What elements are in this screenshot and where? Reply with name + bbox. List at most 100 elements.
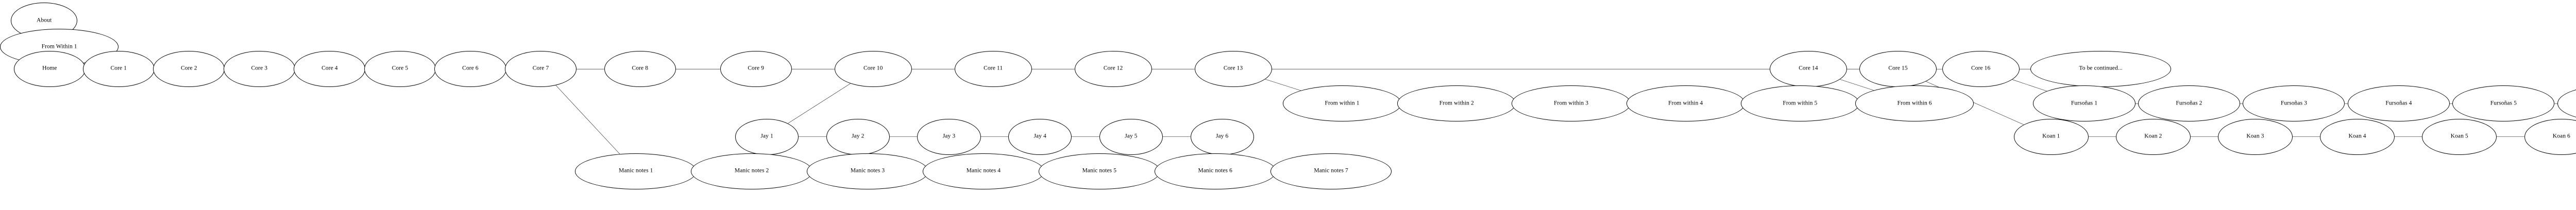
graph-node-label: Koan 2 <box>2144 133 2162 139</box>
graph-node-mn6[interactable]: Manic notes 6 <box>1154 153 1276 189</box>
graph-node-fur5[interactable]: Fursoñas 5 <box>2452 85 2555 122</box>
graph-node-label: Koan 5 <box>2450 133 2468 139</box>
graph-node-label: From within 4 <box>1668 100 1703 107</box>
graph-node-core12[interactable]: Core 12 <box>1074 51 1152 87</box>
graph-node-label: From within 2 <box>1439 100 1474 107</box>
graph-node-label: Core 10 <box>863 65 883 72</box>
graph-node-label: From within 5 <box>1783 100 1818 107</box>
graph-node-fw3[interactable]: From within 3 <box>1512 85 1631 122</box>
graph-node-koan5[interactable]: Koan 5 <box>2422 118 2497 155</box>
graph-node-label: Core 3 <box>251 65 268 72</box>
graph-node-label: Koan 6 <box>2552 133 2570 139</box>
graph-node-label: Manic notes 2 <box>734 167 769 174</box>
graph-node-label: Core 9 <box>748 65 764 72</box>
graph-node-label: Core 4 <box>321 65 338 72</box>
graph-node-fw1[interactable]: From within 1 <box>1282 85 1402 122</box>
graph-node-core11[interactable]: Core 11 <box>954 51 1032 87</box>
graph-node-label: Manic notes 6 <box>1198 167 1232 174</box>
graph-node-label: Koan 1 <box>2042 133 2060 139</box>
graph-node-label: Home <box>42 65 57 72</box>
graph-node-mn3[interactable]: Manic notes 3 <box>807 153 928 189</box>
graph-node-label: Jay 2 <box>852 133 865 139</box>
graph-node-label: From within 3 <box>1553 100 1589 107</box>
graph-node-jay2[interactable]: Jay 2 <box>826 118 890 155</box>
graph-node-fur2[interactable]: Fursoñas 2 <box>2138 85 2240 122</box>
graph-node-core7[interactable]: Core 7 <box>504 51 577 87</box>
graph-node-label: Jay 4 <box>1033 133 1046 139</box>
graph-node-label: Core 15 <box>1888 65 1908 72</box>
graph-node-label: Jay 3 <box>942 133 956 139</box>
graph-node-koan4[interactable]: Koan 4 <box>2320 118 2395 155</box>
graph-node-core13[interactable]: Core 13 <box>1194 51 1272 87</box>
graph-node-core9[interactable]: Core 9 <box>720 51 792 87</box>
graph-node-label: About <box>37 17 52 23</box>
graph-node-label: Jay 5 <box>1125 133 1138 139</box>
graph-edge-core7-to-mn1 <box>556 85 620 154</box>
graph-node-label: From Within 1 <box>41 43 77 49</box>
graph-node-koan6[interactable]: Koan 6 <box>2524 118 2576 155</box>
graph-node-label: Core 14 <box>1799 65 1818 72</box>
graph-node-core15[interactable]: Core 15 <box>1859 51 1937 87</box>
graph-node-core3[interactable]: Core 3 <box>223 51 295 87</box>
graph-node-fur3[interactable]: Fursoñas 3 <box>2243 85 2345 122</box>
graph-node-core2[interactable]: Core 2 <box>153 51 225 87</box>
graph-node-fw6[interactable]: From within 6 <box>1855 85 1974 122</box>
graph-node-label: Core 5 <box>392 65 409 72</box>
graph-node-mn1[interactable]: Manic notes 1 <box>575 153 697 189</box>
graph-node-core1[interactable]: Core 1 <box>82 51 155 87</box>
graph-node-fw4[interactable]: From within 4 <box>1626 85 1745 122</box>
graph-node-label: Jay 1 <box>760 133 773 139</box>
graph-node-jay6[interactable]: Jay 6 <box>1190 118 1254 155</box>
graph-node-label: Manic notes 5 <box>1082 167 1117 174</box>
graph-node-core4[interactable]: Core 4 <box>294 51 366 87</box>
graph-node-fw5[interactable]: From within 5 <box>1740 85 1860 122</box>
graph-node-core6[interactable]: Core 6 <box>434 51 506 87</box>
graph-node-label: Core 8 <box>632 65 649 72</box>
graph-node-label: Jay 6 <box>1215 133 1229 139</box>
graph-node-tbc[interactable]: To be continued... <box>2030 51 2172 87</box>
graph-node-fur1[interactable]: Fursoñas 1 <box>2033 85 2136 122</box>
graph-node-label: Core 7 <box>532 65 549 72</box>
graph-node-koan1[interactable]: Koan 1 <box>2013 118 2089 155</box>
graph-node-home[interactable]: Home <box>13 51 86 87</box>
graph-node-mn2[interactable]: Manic notes 2 <box>691 153 812 189</box>
graph-node-label: From within 6 <box>1897 100 1932 107</box>
graph-node-core14[interactable]: Core 14 <box>1770 51 1847 87</box>
graph-node-fw2[interactable]: From within 2 <box>1397 85 1516 122</box>
graph-node-label: Koan 4 <box>2348 133 2366 139</box>
graph-node-label: Core 16 <box>1971 65 1991 72</box>
graph-node-mn7[interactable]: Manic notes 7 <box>1270 153 1392 189</box>
graph-edge-core16-to-fur1 <box>2012 80 2047 92</box>
graph-edge-core10-to-jay1 <box>788 83 851 123</box>
graph-node-label: Manic notes 4 <box>966 167 1001 174</box>
graph-node-label: Core 11 <box>984 65 1003 72</box>
graph-node-label: To be continued... <box>2079 65 2123 72</box>
graph-node-core8[interactable]: Core 8 <box>604 51 676 87</box>
graph-node-mn5[interactable]: Manic notes 5 <box>1039 153 1160 189</box>
graph-node-core10[interactable]: Core 10 <box>834 51 912 87</box>
graph-node-label: Core 2 <box>180 65 197 72</box>
graph-node-mn4[interactable]: Manic notes 4 <box>923 153 1044 189</box>
graph-node-koan3[interactable]: Koan 3 <box>2218 118 2293 155</box>
graph-node-jay1[interactable]: Jay 1 <box>735 118 799 155</box>
graph-node-label: Fursoñas 3 <box>2280 100 2307 107</box>
graph-node-label: Fursoñas 4 <box>2385 100 2412 107</box>
graph-node-label: Koan 3 <box>2246 133 2264 139</box>
graph-node-jay4[interactable]: Jay 4 <box>1008 118 1072 155</box>
graph-node-core5[interactable]: Core 5 <box>364 51 436 87</box>
graph-node-label: Manic notes 3 <box>850 167 885 174</box>
graph-node-jay3[interactable]: Jay 3 <box>917 118 981 155</box>
graph-edge-core13-to-fw1 <box>1265 79 1301 91</box>
graph-node-label: Core 6 <box>462 65 479 72</box>
graph-node-label: Manic notes 1 <box>619 167 653 174</box>
graph-node-label: From within 1 <box>1325 100 1360 107</box>
graph-node-core16[interactable]: Core 16 <box>1942 51 2020 87</box>
graph-node-koan2[interactable]: Koan 2 <box>2116 118 2191 155</box>
graph-node-fur4[interactable]: Fursoñas 4 <box>2347 85 2450 122</box>
graph-node-label: Manic notes 7 <box>1314 167 1348 174</box>
graph-node-label: Core 12 <box>1103 65 1123 72</box>
graph-node-jay5[interactable]: Jay 5 <box>1099 118 1163 155</box>
graph-node-fur6[interactable]: Fursoñas 6 <box>2557 85 2576 122</box>
graph-node-label: Core 13 <box>1223 65 1243 72</box>
